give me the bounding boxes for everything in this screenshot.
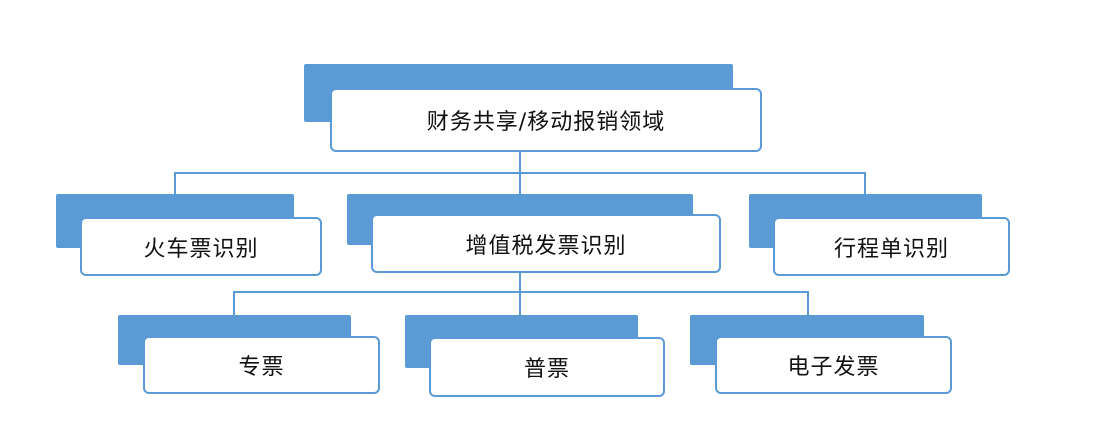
node-general-invoice-label: 普票 — [429, 337, 665, 397]
node-electronic-invoice: 电子发票 — [690, 315, 952, 394]
node-train-ticket-label: 火车票识别 — [80, 217, 322, 276]
node-vat-invoice-label: 增值税发票识别 — [371, 214, 721, 273]
node-electronic-invoice-label: 电子发票 — [715, 336, 952, 394]
node-itinerary-label: 行程单识别 — [773, 217, 1010, 276]
node-train-ticket: 火车票识别 — [56, 194, 322, 276]
node-special-invoice: 专票 — [118, 315, 380, 394]
node-root: 财务共享/移动报销领域 — [304, 64, 762, 152]
node-vat-invoice: 增值税发票识别 — [347, 194, 721, 273]
node-general-invoice: 普票 — [405, 315, 665, 397]
node-itinerary: 行程单识别 — [749, 194, 1010, 276]
node-root-label: 财务共享/移动报销领域 — [330, 88, 762, 152]
node-special-invoice-label: 专票 — [143, 336, 380, 394]
